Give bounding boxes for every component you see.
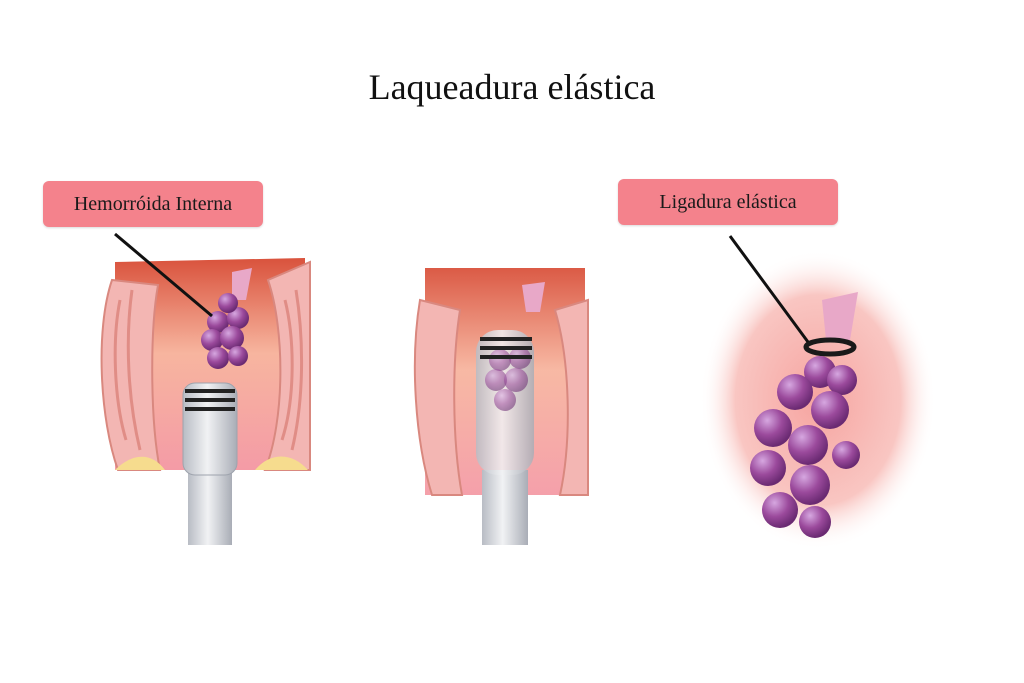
panel-after-ligation xyxy=(700,235,936,550)
label-internal-hemorrhoid: Hemorróida Interna xyxy=(43,181,263,227)
label-elastic-band: Ligadura elástica xyxy=(618,179,838,225)
panel-during-ligation xyxy=(413,268,589,545)
page-title: Laqueadura elástica xyxy=(368,67,656,107)
panel-before-ligation xyxy=(100,232,311,545)
